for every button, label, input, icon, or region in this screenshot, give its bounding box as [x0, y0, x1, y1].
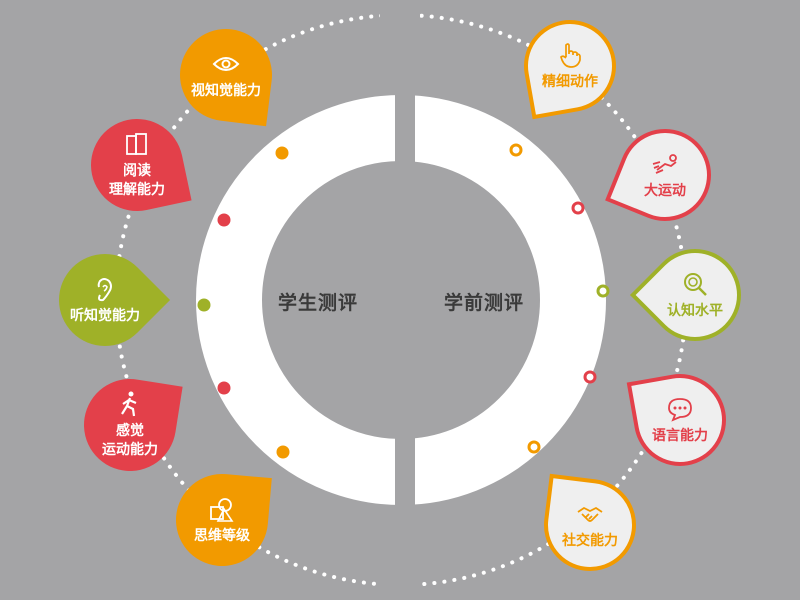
ring-marker-dot — [583, 370, 597, 384]
ring-marker-dot — [275, 146, 289, 160]
shapes-icon — [210, 497, 234, 522]
pin-label: 语言能力 — [652, 427, 708, 444]
pin-content: 阅读理解能力 — [77, 119, 197, 211]
preschool-evaluation-title: 学前测评 — [444, 292, 525, 314]
pin-content: 思维等级 — [162, 474, 282, 566]
ring-marker-dot — [217, 381, 231, 395]
pin-content: 视知觉能力 — [166, 29, 286, 121]
pin-content: 语言能力 — [620, 374, 740, 466]
pin-label-line1: 感觉 — [116, 423, 144, 439]
student-evaluation-title: 学生测评 — [278, 292, 359, 314]
ring-marker-dot — [527, 440, 541, 454]
running-person-icon — [652, 153, 677, 174]
ring-marker-dot — [276, 445, 290, 459]
pin-content: 感觉运动能力 — [70, 379, 190, 471]
ring-divider — [395, 80, 415, 520]
pin-label-line2: 理解能力 — [109, 182, 165, 198]
eye-icon — [212, 56, 240, 71]
handshake-icon — [577, 506, 603, 522]
ring-marker-dot — [509, 143, 523, 157]
walking-person-icon — [121, 391, 137, 417]
books-icon — [126, 133, 147, 155]
pin-label: 思维等级 — [194, 527, 250, 544]
magnifier-icon — [684, 272, 707, 296]
pin-label: 视知觉能力 — [191, 82, 261, 99]
chat-bubble-icon — [668, 397, 692, 422]
pin-content: 大运动 — [605, 129, 725, 221]
pin-content: 精细动作 — [510, 20, 630, 112]
ring-marker-dot — [571, 201, 585, 215]
ring-marker-dot — [596, 284, 610, 298]
pin-content: 认知水平 — [635, 249, 755, 341]
ear-icon — [97, 277, 112, 301]
pin-label: 听知觉能力 — [70, 307, 140, 324]
pin-content: 听知觉能力 — [45, 254, 165, 346]
pin-label: 社交能力 — [562, 532, 618, 549]
ring-marker-dot — [217, 213, 231, 227]
pointing-hand-icon — [560, 42, 581, 68]
pin-label-line1: 阅读 — [123, 163, 151, 179]
pin-label: 大运动 — [644, 182, 686, 199]
pin-label-line2: 运动能力 — [102, 442, 158, 458]
ring-marker-dot — [197, 298, 211, 312]
pin-content: 社交能力 — [530, 479, 650, 571]
pin-label: 精细动作 — [542, 73, 598, 90]
pin-label: 认知水平 — [667, 302, 723, 319]
